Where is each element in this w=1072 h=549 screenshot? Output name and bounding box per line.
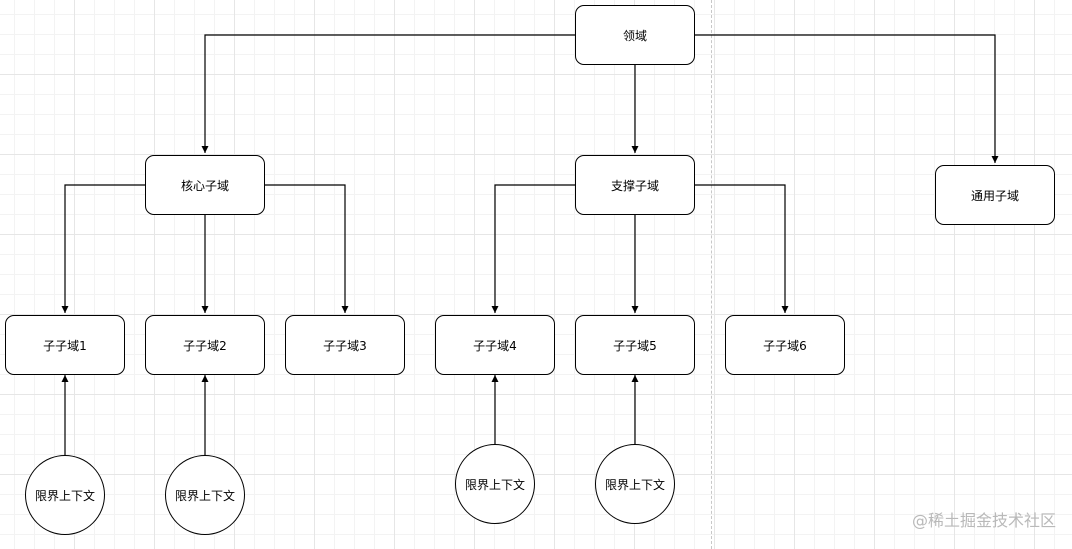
node-child-1[interactable]: 子子域1 <box>5 315 125 375</box>
node-bounded-context-5[interactable]: 限界上下文 <box>595 444 675 524</box>
edge-core-child1 <box>61 184 145 313</box>
edge-core-child3 <box>264 184 349 313</box>
node-generic-subdomain[interactable]: 通用子域 <box>935 165 1055 225</box>
node-child-4[interactable]: 子子域4 <box>435 315 555 375</box>
node-bounded-context-1[interactable]: 限界上下文 <box>25 455 105 535</box>
edge-support-child4 <box>491 184 575 313</box>
node-bounded-context-4[interactable]: 限界上下文 <box>455 444 535 524</box>
page-divider <box>711 0 712 549</box>
edge-support-child6 <box>694 184 789 313</box>
node-core-subdomain[interactable]: 核心子域 <box>145 155 265 215</box>
node-support-subdomain[interactable]: 支撑子域 <box>575 155 695 215</box>
node-child-5[interactable]: 子子域5 <box>575 315 695 375</box>
node-domain[interactable]: 领域 <box>575 5 695 65</box>
node-child-2[interactable]: 子子域2 <box>145 315 265 375</box>
watermark: @稀土掘金技术社区 <box>911 511 1056 530</box>
edge-root-core <box>201 34 575 153</box>
node-child-6[interactable]: 子子域6 <box>725 315 845 375</box>
edge-root-generic <box>694 34 999 163</box>
node-child-3[interactable]: 子子域3 <box>285 315 405 375</box>
node-bounded-context-2[interactable]: 限界上下文 <box>165 455 245 535</box>
